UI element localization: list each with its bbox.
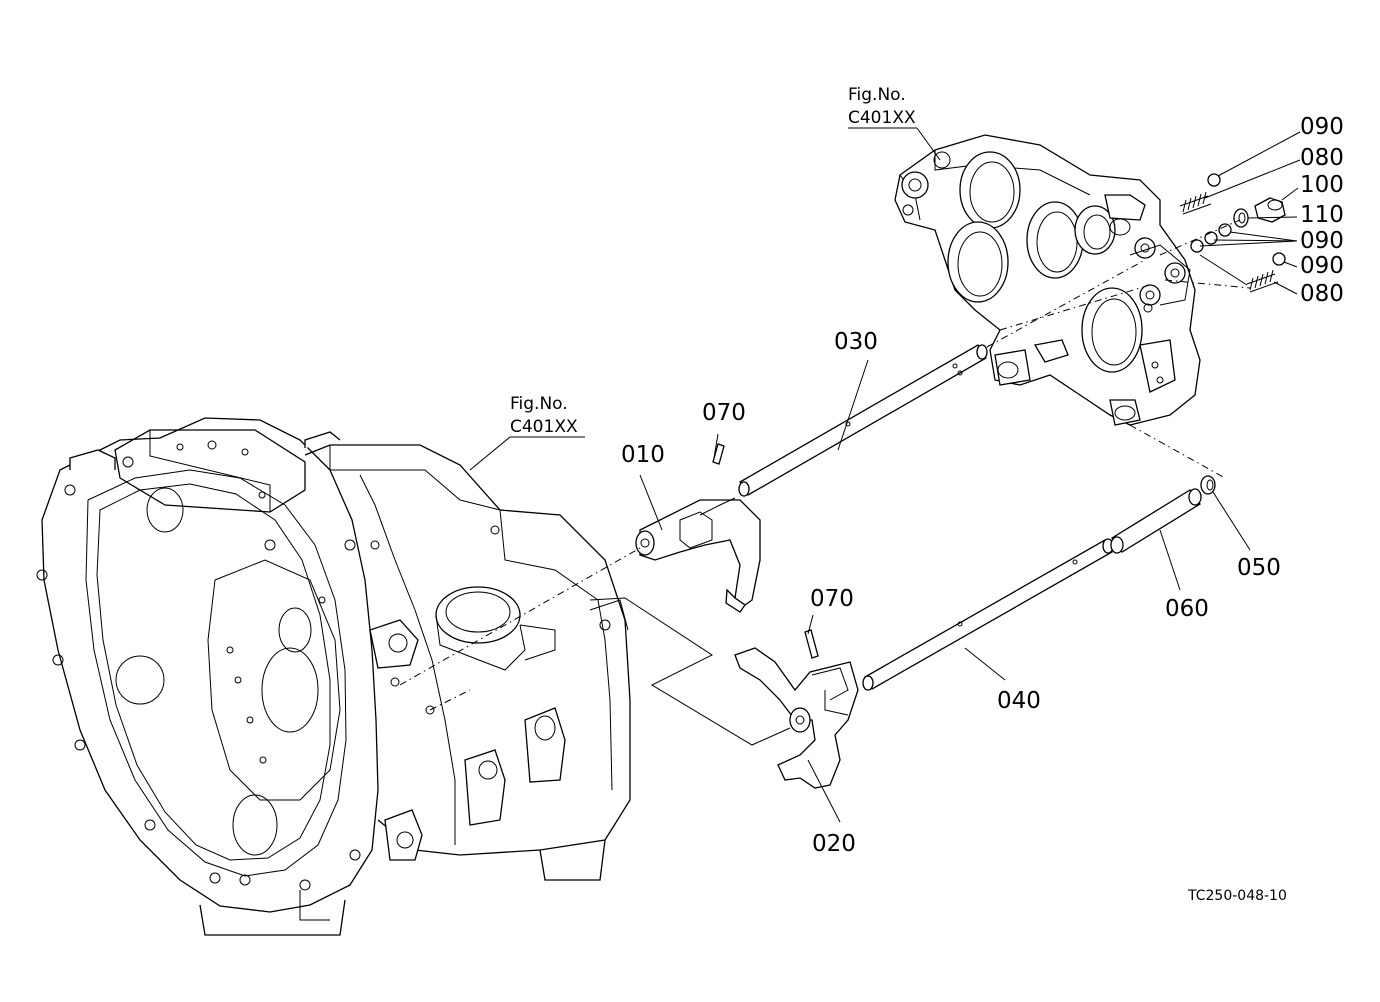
clutch-housing bbox=[36, 417, 631, 936]
callout-100: 100 bbox=[1300, 172, 1344, 198]
callout-090-lower: 090 bbox=[1300, 253, 1344, 279]
spring-pin-070-upper bbox=[712, 443, 725, 465]
callout-080-bottom: 080 bbox=[1300, 281, 1344, 307]
callout-090-top: 090 bbox=[1300, 114, 1344, 140]
callout-030: 030 bbox=[834, 329, 878, 355]
collar-060 bbox=[1110, 488, 1202, 554]
steel-ball-090-lower bbox=[1272, 252, 1286, 266]
callout-080-top: 080 bbox=[1300, 145, 1344, 171]
figure-ref-upper-title: Fig.No. bbox=[848, 85, 906, 105]
shift-shaft-030 bbox=[738, 344, 988, 497]
mid-case bbox=[894, 134, 1201, 426]
callout-050: 050 bbox=[1237, 555, 1281, 581]
figure-ref-lower-title: Fig.No. bbox=[510, 394, 568, 414]
assembly-bracket-lines bbox=[589, 597, 791, 746]
callout-060: 060 bbox=[1165, 596, 1209, 622]
spring-pin-070-lower bbox=[804, 629, 819, 659]
callout-040: 040 bbox=[997, 688, 1041, 714]
shift-fork-020 bbox=[734, 647, 859, 789]
shift-shaft-040 bbox=[862, 538, 1114, 691]
drawing-code: TC250-048-10 bbox=[1187, 888, 1287, 904]
gasket-110 bbox=[1233, 208, 1249, 228]
callout-070-lower: 070 bbox=[810, 586, 854, 612]
shift-fork-010 bbox=[635, 497, 761, 613]
leader-lines bbox=[469, 127, 1301, 823]
callout-010: 010 bbox=[621, 442, 665, 468]
callout-090-middle: 090 bbox=[1300, 228, 1344, 254]
steel-ball-090-upper bbox=[1207, 173, 1221, 187]
figure-ref-lower: Fig.No. C401XX bbox=[510, 394, 578, 437]
steel-balls-090-middle bbox=[1190, 223, 1232, 253]
callout-020: 020 bbox=[812, 831, 856, 857]
callout-110: 110 bbox=[1300, 202, 1344, 228]
detent-spring-080-lower bbox=[1246, 269, 1279, 293]
figure-ref-upper-number: C401XX bbox=[848, 108, 916, 128]
assembly-centerlines bbox=[399, 219, 1251, 711]
callout-070-upper: 070 bbox=[702, 400, 746, 426]
plug-100 bbox=[1254, 197, 1286, 223]
snap-ring-050 bbox=[1200, 475, 1216, 495]
figure-ref-upper: Fig.No. C401XX bbox=[848, 85, 916, 128]
detent-spring-080-upper bbox=[1179, 191, 1212, 215]
figure-ref-lower-number: C401XX bbox=[510, 417, 578, 437]
